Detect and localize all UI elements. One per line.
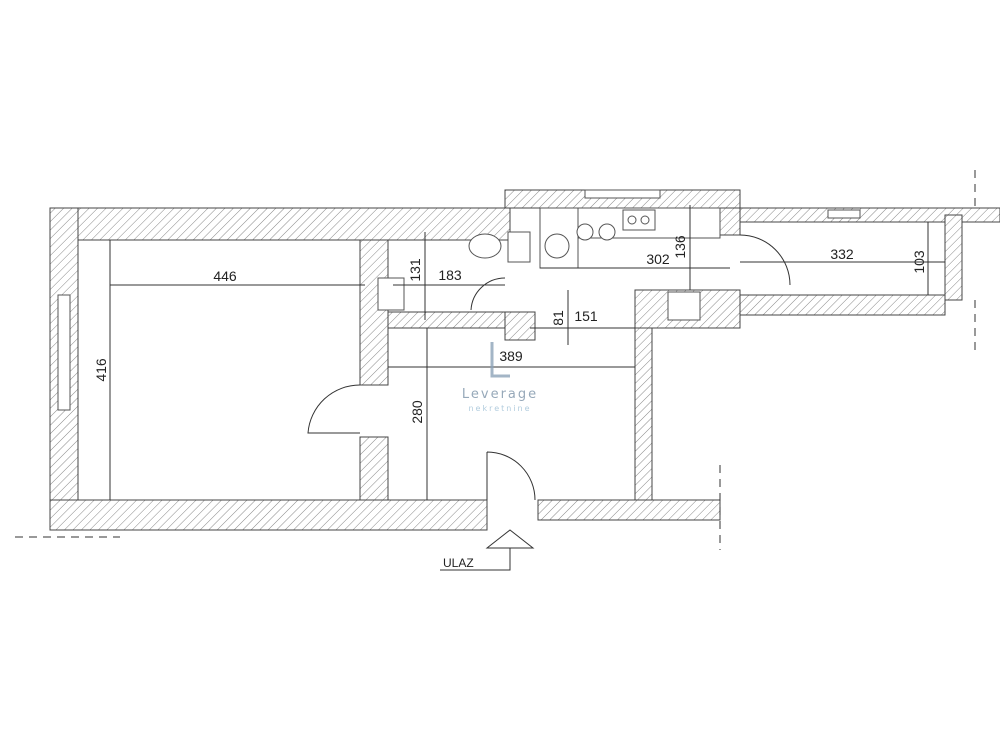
doors — [307, 234, 791, 501]
fixtures — [377, 207, 721, 321]
dimension-labels: 446 416 183 131 302 136 332 103 81 151 3… — [93, 235, 927, 424]
dim-446: 446 — [213, 268, 237, 284]
dim-332: 332 — [830, 246, 854, 262]
logo-subtitle: nekretnine — [468, 404, 531, 413]
shower-icon — [507, 231, 531, 263]
dim-136: 136 — [672, 235, 688, 259]
sink-icon — [544, 233, 570, 259]
dim-416: 416 — [93, 358, 109, 382]
logo-icon — [490, 342, 510, 378]
dim-280: 280 — [409, 400, 425, 424]
dimension-lines — [15, 170, 976, 550]
door-entrance — [486, 451, 536, 501]
boiler-icon — [667, 291, 701, 321]
entrance-marker: ULAZ — [440, 529, 535, 571]
logo-name: Leverage — [462, 387, 538, 402]
dim-389: 389 — [499, 348, 523, 364]
door-left-room — [307, 384, 361, 434]
entrance-label: ULAZ — [443, 556, 474, 570]
door-bath — [470, 277, 506, 311]
logo: Leverage nekretnine — [462, 342, 538, 413]
dim-81: 81 — [550, 310, 566, 326]
toilet-icon — [468, 233, 502, 259]
dim-151: 151 — [574, 308, 598, 324]
washbasin-icon — [377, 277, 405, 311]
stove-icon — [622, 209, 656, 231]
dim-302: 302 — [646, 251, 670, 267]
dim-131: 131 — [407, 258, 423, 282]
dim-183: 183 — [438, 267, 462, 283]
windows — [57, 189, 861, 411]
door-corridor — [739, 234, 791, 286]
dim-103: 103 — [911, 250, 927, 274]
